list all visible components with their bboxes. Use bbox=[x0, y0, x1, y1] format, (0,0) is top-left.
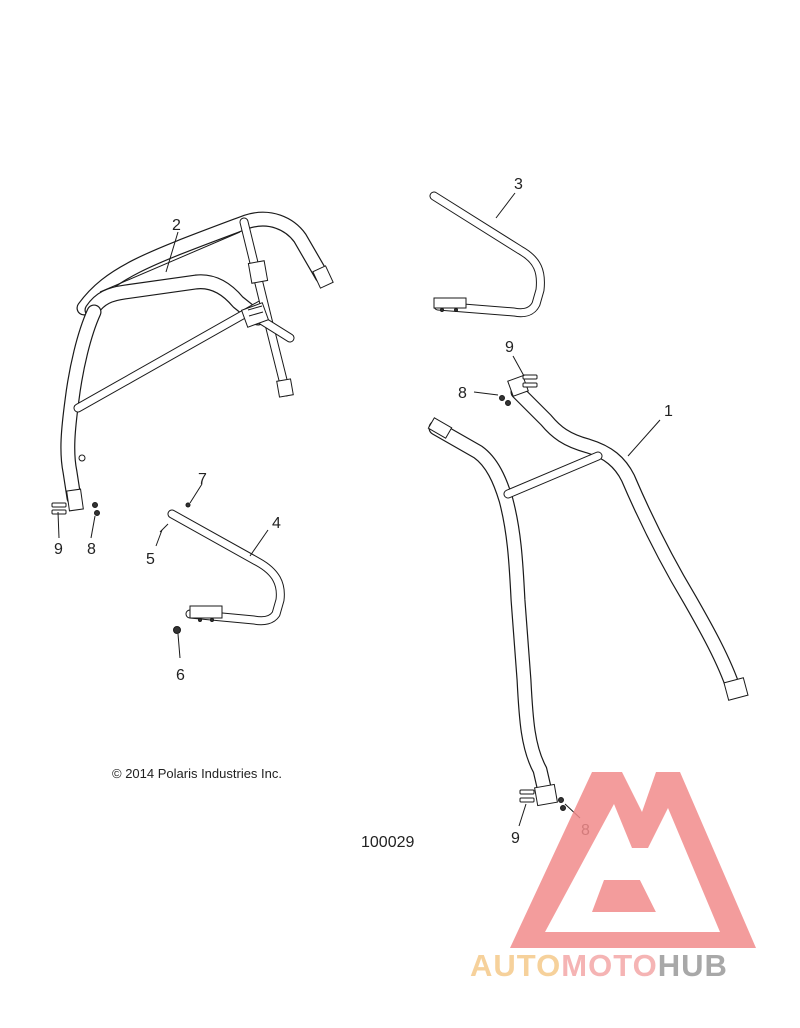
copyright-notice: © 2014 Polaris Industries Inc. bbox=[112, 766, 282, 781]
callout-5: 5 bbox=[146, 551, 155, 568]
watermark-triangle-icon bbox=[510, 772, 756, 948]
fastener-group-left bbox=[51, 502, 100, 516]
watermark-moto: MOTO bbox=[561, 948, 657, 983]
diagram-number: 100029 bbox=[361, 834, 415, 851]
callout-9-top: 9 bbox=[505, 339, 514, 356]
callout-2: 2 bbox=[172, 217, 181, 234]
side-bar-part-3 bbox=[429, 191, 545, 318]
leader-lines bbox=[57, 192, 661, 827]
watermark-hub: HUB bbox=[658, 948, 728, 983]
side-bar-part-4 bbox=[167, 509, 285, 626]
fastener-part-7 bbox=[185, 502, 191, 508]
callout-7: 7 bbox=[198, 471, 207, 488]
automotohub-watermark: AUTOMOTOHUB bbox=[470, 772, 756, 983]
callout-8-top: 8 bbox=[458, 385, 467, 402]
callout-1: 1 bbox=[664, 403, 673, 420]
fastener-group-bottom bbox=[519, 789, 566, 811]
callout-8-left: 8 bbox=[87, 541, 96, 558]
callout-9-bottom: 9 bbox=[511, 830, 520, 847]
fastener-part-6 bbox=[173, 626, 181, 634]
svg-text:AUTOMOTOHUB: AUTOMOTOHUB bbox=[470, 948, 728, 983]
callout-9-left: 9 bbox=[54, 541, 63, 558]
callout-6: 6 bbox=[176, 667, 185, 684]
front-roll-cage-part-1 bbox=[427, 375, 749, 807]
watermark-auto: AUTO bbox=[470, 948, 561, 983]
fastener-group-top bbox=[499, 374, 538, 406]
callout-3: 3 bbox=[514, 176, 523, 193]
rear-roll-cage-part-2 bbox=[60, 211, 334, 512]
callout-4: 4 bbox=[272, 515, 281, 532]
